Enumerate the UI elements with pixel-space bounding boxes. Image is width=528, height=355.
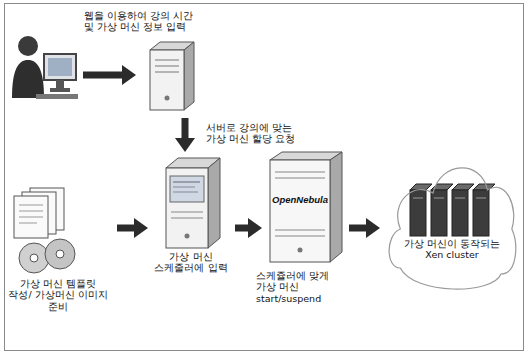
icon-node [140,38,200,114]
edge-label-box: 서버로 강의에 맞는 가상 머신 할당 요청 [206,122,306,145]
opennebula-server [270,152,342,262]
figure-frame [5,4,524,351]
template-documents-and-discs [14,188,75,273]
block-arrow [117,225,134,232]
block-arrow [83,72,122,79]
xen-cluster-servers [410,184,495,236]
edge-label: 웹을 이용하여 강의 시간 및 가상 머신 정보 입력 [84,10,193,32]
node-caption: 가상 머신 템플릿 작성/ 가상머신 이미지 준비 [7,278,109,312]
user-at-computer [12,36,78,99]
logo-text: OpenNebula [270,194,330,205]
block-arrow [182,118,189,138]
edge-label: 스케쥴러에 맞게 가상 머신 start/suspend [256,270,329,304]
edge-label-box: 웹을 이용하여 강의 시간 및 가상 머신 정보 입력 [84,10,200,33]
cloud-outline [384,148,520,298]
block-arrow [235,225,248,232]
icon-node: 가상 머신 스케줄러에 입력 [152,155,230,278]
node-caption: 가상 머신 스케줄러에 입력 [154,251,228,274]
edge-label-box: 스케쥴러에 맞게 가상 머신 start/suspend [256,270,338,304]
icon-node: OpenNebula [266,150,344,265]
cloud-outline-path [389,168,516,289]
scheduler-server [166,158,220,248]
block-arrow [349,225,366,232]
cloud-node: 가상 머신이 동작되는 Xen cluster [384,148,520,298]
edge-label: 서버로 강의에 맞는 가상 머신 할당 요청 [206,122,295,144]
icon-node [12,30,78,102]
web-server [150,42,194,110]
node-caption: 가상 머신이 동작되는 Xen cluster [398,238,506,261]
icon-node: 가상 머신 템플릿 작성/ 가상머신 이미지 준비 [4,186,112,316]
